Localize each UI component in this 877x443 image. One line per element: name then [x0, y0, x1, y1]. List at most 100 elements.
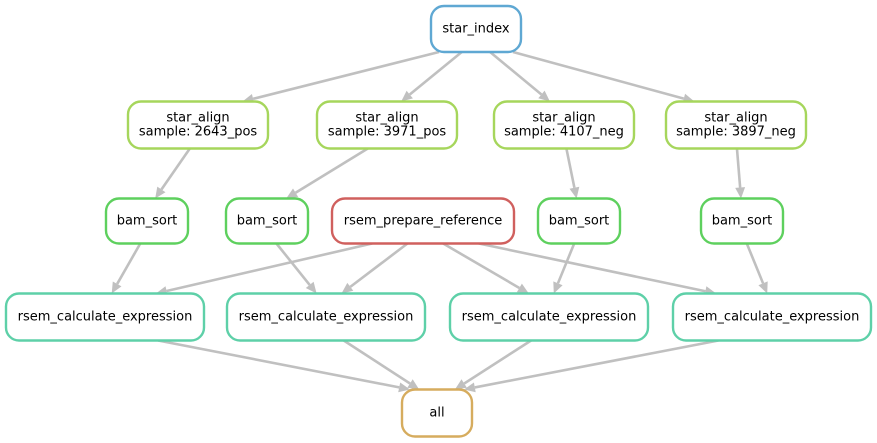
edge-arrowhead	[735, 187, 746, 199]
node-box	[448, 292, 650, 342]
node-label: rsem_calculate_expression	[685, 310, 860, 325]
edge-arrowhead	[305, 281, 317, 294]
node-sort-4[interactable]: bam_sort	[699, 197, 785, 245]
node-label: star_align	[355, 111, 418, 126]
edge-sort-3-to-calc-3	[553, 243, 576, 294]
node-sort-1[interactable]: bam_sort	[104, 197, 190, 245]
node-box	[671, 292, 873, 342]
edge-line	[463, 339, 532, 385]
edge-star-index-to-align-4107	[489, 50, 550, 102]
edge-rsem-ref-to-calc-2	[341, 242, 409, 294]
edge-line	[489, 50, 543, 96]
edge-line	[349, 242, 409, 288]
edge-rsem-ref-to-calc-4	[478, 242, 717, 297]
node-box	[224, 197, 310, 245]
node-box	[664, 100, 808, 150]
node-all[interactable]: all	[400, 388, 474, 438]
node-calc-3[interactable]: rsem_calculate_expression	[448, 292, 650, 342]
edge-line	[478, 242, 706, 293]
node-label: star_index	[442, 22, 510, 37]
edge-arrowhead	[516, 283, 529, 294]
node-box	[104, 197, 190, 245]
edge-line	[252, 50, 440, 101]
node-label: rsem_prepare_reference	[344, 214, 502, 229]
edge-arrowhead	[398, 382, 410, 393]
node-box	[330, 197, 516, 245]
node-box	[536, 197, 622, 245]
node-label: bam_sort	[117, 214, 178, 229]
node-label: sample: 4107_neg	[504, 125, 624, 140]
edge-arrowhead	[758, 281, 768, 294]
node-label: star_align	[166, 111, 229, 126]
edge-line	[294, 147, 369, 194]
node-box	[126, 100, 270, 150]
node-box	[400, 388, 474, 438]
node-sort-2[interactable]: bam_sort	[224, 197, 310, 245]
edge-sort-1-to-calc-1	[111, 242, 142, 294]
edge-rsem-ref-to-calc-1	[155, 242, 373, 296]
edge-calc-2-to-all	[343, 339, 420, 390]
node-label: sample: 2643_pos	[139, 125, 258, 140]
node-calc-1[interactable]: rsem_calculate_expression	[4, 292, 206, 342]
edge-line	[116, 242, 142, 285]
edge-calc-3-to-all	[454, 339, 532, 390]
edge-line	[166, 242, 373, 293]
edge-arrowhead	[401, 90, 413, 102]
edge-star-index-to-align-3897	[512, 50, 695, 104]
edge-line	[343, 339, 411, 385]
edge-align-2643-to-sort-1	[155, 147, 191, 199]
node-label: bam_sort	[237, 214, 298, 229]
node-rsem-ref[interactable]: rsem_prepare_reference	[330, 197, 516, 245]
edge-arrowhead	[407, 379, 420, 390]
edge-line	[275, 242, 311, 286]
edge-sort-4-to-calc-4	[745, 243, 768, 294]
edge-align-3971-to-sort-2	[286, 147, 369, 199]
edge-line	[442, 242, 520, 290]
edge-calc-4-to-all	[464, 339, 719, 393]
node-sort-3[interactable]: bam_sort	[536, 197, 622, 245]
edge-arrowhead	[569, 186, 580, 199]
edge-line	[735, 148, 742, 188]
node-label: bam_sort	[712, 214, 773, 229]
edge-sort-2-to-calc-2	[275, 242, 317, 294]
edge-line	[556, 243, 576, 284]
edge-line	[512, 50, 685, 100]
edge-line	[160, 147, 191, 191]
edge-layer	[111, 50, 768, 393]
node-calc-4[interactable]: rsem_calculate_expression	[671, 292, 873, 342]
edge-arrowhead	[286, 188, 299, 199]
node-box	[4, 292, 206, 342]
edge-arrowhead	[155, 186, 166, 199]
node-label: rsem_calculate_expression	[462, 310, 637, 325]
node-box	[225, 292, 427, 342]
node-label: sample: 3971_pos	[328, 125, 447, 140]
node-box	[315, 100, 459, 150]
node-label: bam_sort	[549, 214, 610, 229]
edge-arrowhead	[553, 281, 563, 294]
edge-line	[565, 148, 576, 188]
edge-arrowhead	[538, 90, 550, 102]
node-label: star_align	[532, 111, 595, 126]
node-calc-2[interactable]: rsem_calculate_expression	[225, 292, 427, 342]
node-label: rsem_calculate_expression	[18, 310, 193, 325]
edge-star-index-to-align-3971	[401, 50, 463, 102]
edge-arrowhead	[464, 382, 476, 393]
node-label: star_align	[704, 111, 767, 126]
node-star-index[interactable]: star_index	[429, 4, 523, 54]
node-label: sample: 3897_neg	[676, 125, 796, 140]
edge-arrowhead	[341, 282, 354, 294]
edge-align-4107-to-sort-3	[565, 148, 580, 199]
edge-rsem-ref-to-calc-3	[442, 242, 529, 294]
edge-align-3897-to-sort-4	[735, 148, 746, 199]
edge-calc-1-to-all	[157, 339, 410, 393]
node-label: all	[429, 406, 444, 421]
edge-arrowhead	[454, 379, 467, 390]
node-box	[699, 197, 785, 245]
edge-arrowhead	[111, 281, 122, 294]
